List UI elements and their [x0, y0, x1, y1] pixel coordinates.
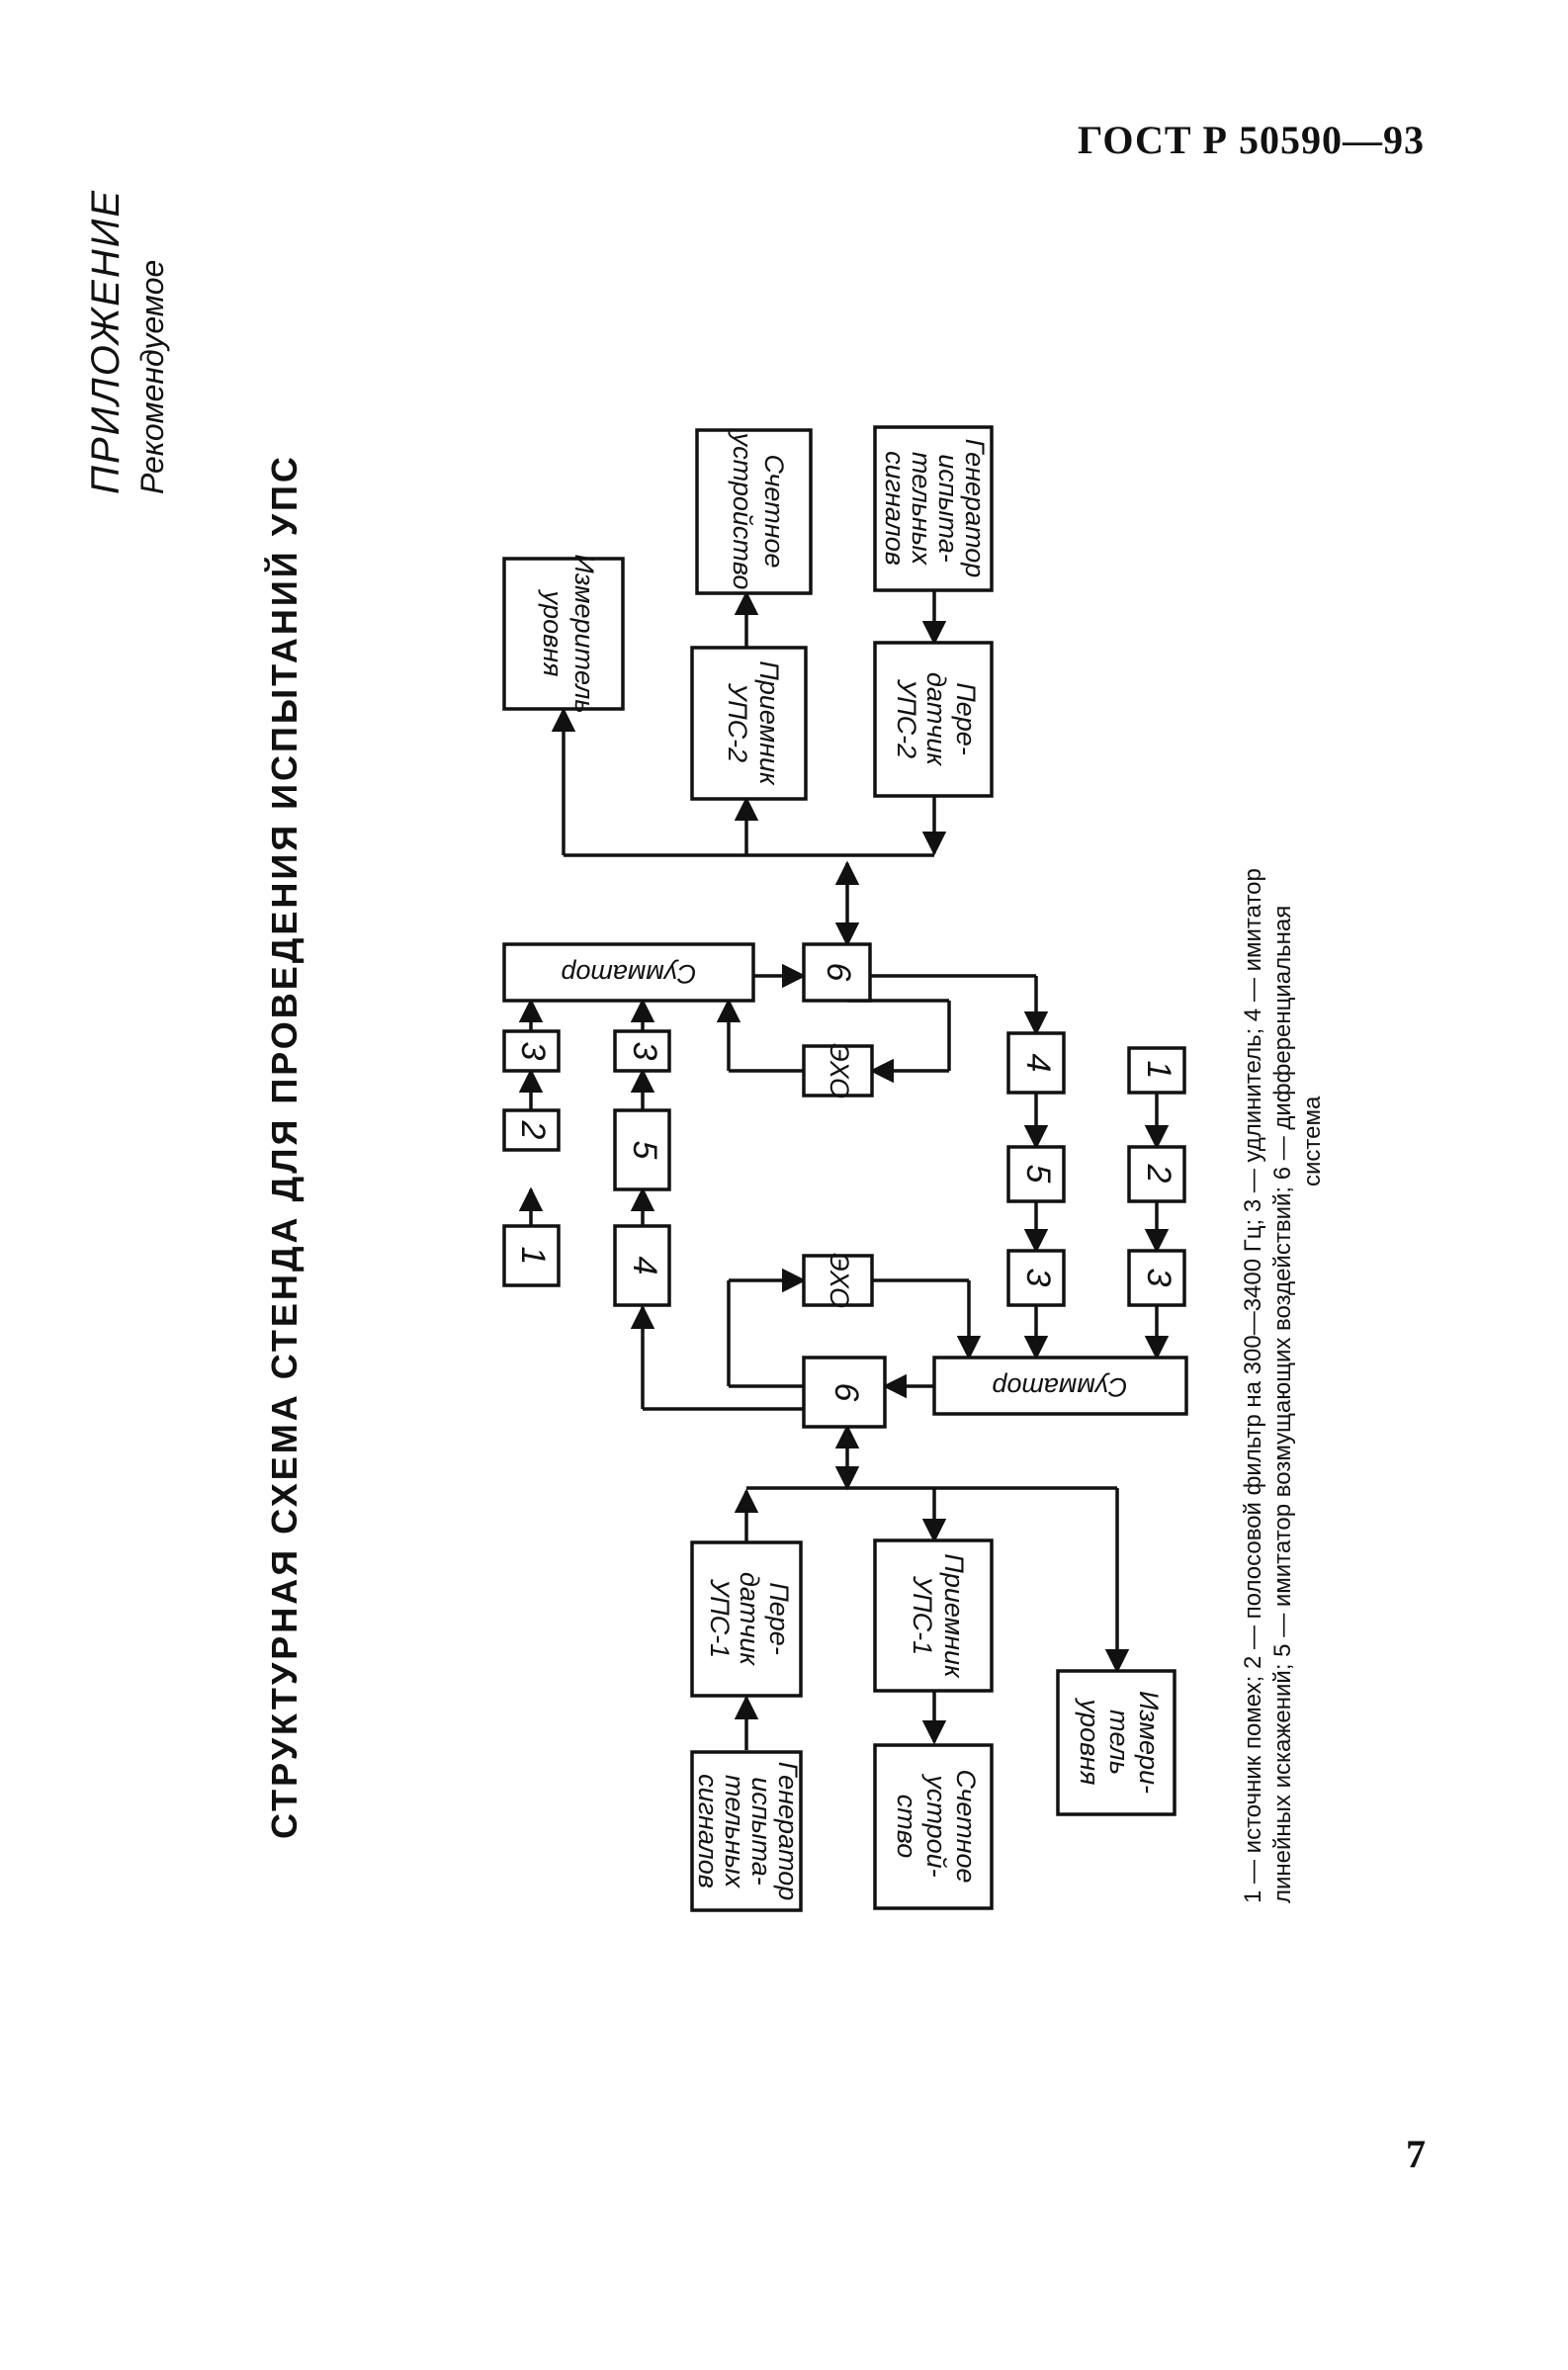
- svg-text:тель: тель: [1104, 1710, 1134, 1775]
- svg-text:Счетное: Счетное: [759, 455, 789, 569]
- transmitter-ups-2-label: Пере- датчик УПС-2: [892, 672, 981, 766]
- figure-title: СТРУКТУРНАЯ СХЕМА СТЕНДА ДЛЯ ПРОВЕДЕНИЯ …: [263, 454, 305, 1839]
- svg-text:ство: ство: [892, 1795, 921, 1859]
- receiver-ups-2: [690, 646, 808, 801]
- level-meter-1-label: Измери- тель уровня: [1075, 1691, 1164, 1794]
- signal-generator-2: [873, 425, 994, 592]
- attenuator-d-label: 3: [1140, 1269, 1177, 1287]
- appendix-subtitle: Рекомендуемое: [134, 260, 170, 494]
- bandpass-filter-b-label: 2: [1140, 1164, 1177, 1184]
- summator-lower-label: Сумматор: [993, 1372, 1128, 1402]
- noise-source-b-label: 1: [1140, 1061, 1177, 1080]
- svg-text:датчик: датчик: [735, 1572, 764, 1666]
- bandpass-filter-a-label: 2: [514, 1120, 552, 1140]
- svg-text:испыта-: испыта-: [933, 454, 963, 562]
- attenuator-a: [502, 1029, 561, 1073]
- bandpass-filter-b: [1127, 1145, 1186, 1203]
- svg-text:Приемник: Приемник: [939, 1553, 969, 1679]
- svg-text:УПС-1: УПС-1: [705, 1578, 735, 1658]
- receiver-ups-2-label: Приемник УПС-2: [723, 660, 784, 786]
- line-distortion-simulator-a: [613, 1224, 671, 1307]
- svg-text:Приемник: Приемник: [754, 660, 784, 786]
- svg-text:устрой-: устрой-: [921, 1773, 951, 1877]
- disturbance-simulator-b-label: 5: [1019, 1165, 1057, 1184]
- legend-line-1: 1 — источник помех; 2 — полосовой фильтр…: [1240, 868, 1266, 1903]
- attenuator-a-label: 3: [514, 1042, 552, 1061]
- transmitter-ups-2: [873, 641, 994, 798]
- summator-upper: [502, 942, 755, 1003]
- level-meter-2: [502, 557, 625, 711]
- svg-text:испыта-: испыта-: [746, 1777, 776, 1885]
- level-meter-2-label: Измеритель уровня: [538, 554, 599, 713]
- legend-line-3: система: [1299, 1096, 1326, 1186]
- svg-text:сигналов: сигналов: [693, 1774, 723, 1888]
- line-distortion-simulator-b-label: 4: [1019, 1054, 1057, 1073]
- noise-source-a: [502, 1224, 561, 1287]
- svg-text:Пере-: Пере-: [764, 1582, 794, 1655]
- svg-text:уровня: уровня: [1075, 1698, 1104, 1786]
- svg-text:УПС-2: УПС-2: [892, 678, 921, 758]
- appendix-title: ПРИЛОЖЕНИЕ: [84, 189, 128, 494]
- page-number: 7: [1406, 2132, 1426, 2176]
- attenuator-c-label: 3: [1019, 1269, 1057, 1287]
- bandpass-filter-a: [502, 1108, 561, 1152]
- echo-lower: [802, 1254, 874, 1307]
- legend-line-2: линейных искажений; 5 — имитатор возмуща…: [1269, 906, 1296, 1903]
- counting-device-2: [695, 428, 813, 595]
- counting-device-1-label: Счетное устрой- ство: [892, 1770, 981, 1884]
- echo-upper: [802, 1044, 874, 1097]
- receiver-ups-1: [873, 1538, 994, 1693]
- signal-generator-1-label: Генератор испыта- тельных сигналов: [693, 1762, 803, 1901]
- signal-generator-1: [690, 1750, 803, 1912]
- receiver-ups-1-label: Приемник УПС-1: [908, 1553, 969, 1679]
- svg-text:Пере-: Пере-: [951, 682, 981, 755]
- signal-generator-2-label: Генератор испыта- тельных сигналов: [880, 439, 990, 578]
- disturbance-simulator-a-label: 5: [626, 1141, 663, 1160]
- svg-text:датчик: датчик: [921, 672, 951, 766]
- counting-device-1: [873, 1743, 994, 1910]
- transmitter-ups-1-label: Пере- датчик УПС-1: [705, 1572, 794, 1666]
- diff-system-top-label: 6: [820, 963, 857, 982]
- attenuator-c: [1006, 1249, 1066, 1307]
- summator-lower: [932, 1356, 1188, 1416]
- noise-source-b: [1127, 1046, 1186, 1095]
- svg-text:сигналов: сигналов: [880, 451, 910, 566]
- attenuator-b-label: 3: [626, 1042, 663, 1061]
- svg-text:тельных: тельных: [720, 1775, 749, 1889]
- svg-text:Измеритель: Измеритель: [569, 554, 599, 713]
- summator-upper-label: Сумматор: [562, 959, 697, 989]
- svg-text:Счетное: Счетное: [951, 1770, 981, 1884]
- svg-text:Генератор: Генератор: [773, 1762, 803, 1901]
- figure-legend: 1 — источник помех; 2 — полосовой фильтр…: [1240, 868, 1326, 1903]
- disturbance-simulator-a: [613, 1108, 671, 1191]
- svg-text:Измери-: Измери-: [1134, 1691, 1164, 1794]
- echo-lower-label: ЭХО: [825, 1253, 854, 1308]
- svg-text:устройство: устройство: [728, 431, 757, 590]
- disturbance-simulator-b: [1006, 1145, 1066, 1203]
- counting-device-2-label: Счетное устройство: [728, 431, 789, 590]
- attenuator-d: [1127, 1249, 1186, 1307]
- line-distortion-simulator-b: [1006, 1031, 1066, 1095]
- level-meter-1: [1056, 1669, 1176, 1816]
- attenuator-b: [613, 1029, 671, 1073]
- svg-text:УПС-2: УПС-2: [723, 682, 752, 762]
- transmitter-ups-1: [690, 1540, 803, 1698]
- svg-text:уровня: уровня: [538, 589, 567, 677]
- line-distortion-simulator-a-label: 4: [626, 1257, 663, 1275]
- svg-text:тельных: тельных: [907, 452, 936, 567]
- svg-text:УПС-1: УПС-1: [908, 1575, 937, 1655]
- diff-system-top: [802, 942, 872, 1003]
- diff-system-bottom: [802, 1356, 887, 1429]
- svg-text:Генератор: Генератор: [960, 439, 990, 578]
- noise-source-a-label: 1: [514, 1247, 552, 1266]
- document-header: ГОСТ Р 50590—93: [1077, 118, 1425, 162]
- echo-upper-label: ЭХО: [825, 1043, 854, 1098]
- connections: [518, 590, 1170, 1750]
- diff-system-bottom-label: 6: [828, 1383, 865, 1402]
